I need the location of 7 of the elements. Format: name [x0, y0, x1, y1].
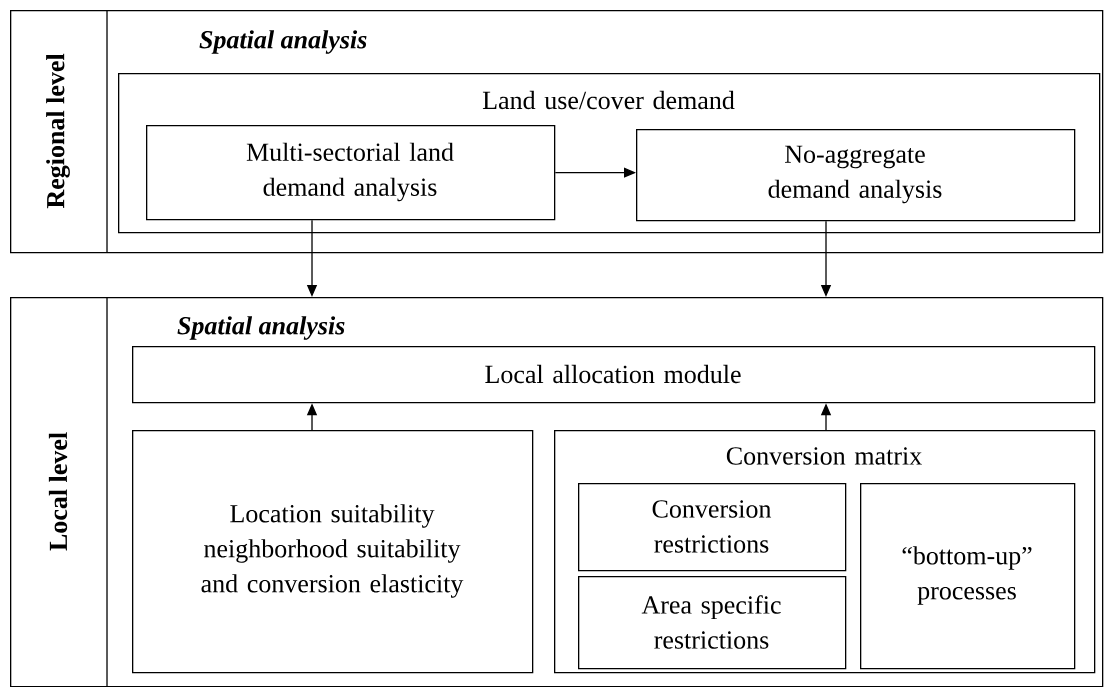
process-box: “bottom-up” processes — [860, 483, 1076, 670]
process-box: Local allocation module — [132, 346, 1096, 404]
process-box: Area specific restrictions — [578, 576, 847, 670]
process-box: Location suitability neighborhood suitability and conversion elasticity — [132, 430, 534, 674]
process-box: No-aggregate demand analysis — [636, 129, 1076, 222]
process-box: Multi-sectorial land demand analysis — [146, 125, 556, 221]
process-box: Conversion restrictions — [578, 483, 847, 572]
